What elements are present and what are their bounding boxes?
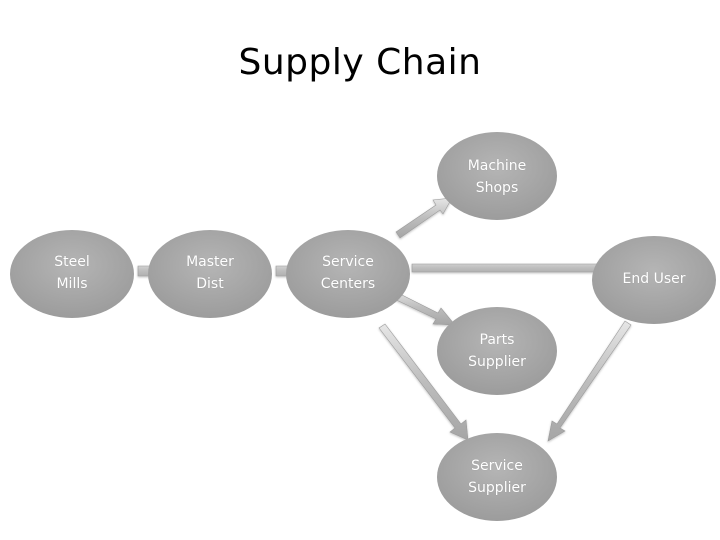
- arrow-service-to-machine-shops: [395, 197, 453, 239]
- label-steel-mills: Steel Mills: [54, 254, 90, 292]
- label-machine-shops: Machine Shops: [467, 158, 527, 196]
- arrow-end-user-to-service-supplier: [547, 320, 632, 442]
- label-parts-supplier: Parts Supplier: [468, 332, 526, 370]
- node-machine-shops: [437, 132, 557, 220]
- label-master-dist: Master Dist: [186, 254, 234, 292]
- label-service-supplier: Service Supplier: [468, 458, 526, 496]
- node-service-centers: [286, 230, 410, 318]
- node-parts-supplier: [437, 307, 557, 395]
- node-end-user: [592, 236, 716, 324]
- node-service-supplier: [437, 433, 557, 521]
- arrow-service-to-end-user: [411, 258, 617, 278]
- node-master-dist: [148, 230, 272, 318]
- node-steel-mills: [10, 230, 134, 318]
- slide-title: Supply Chain: [238, 42, 482, 83]
- arrow-service-to-service-supplier: [378, 323, 469, 441]
- label-service-centers: Service Centers: [320, 254, 376, 292]
- label-end-user: End User: [622, 271, 686, 287]
